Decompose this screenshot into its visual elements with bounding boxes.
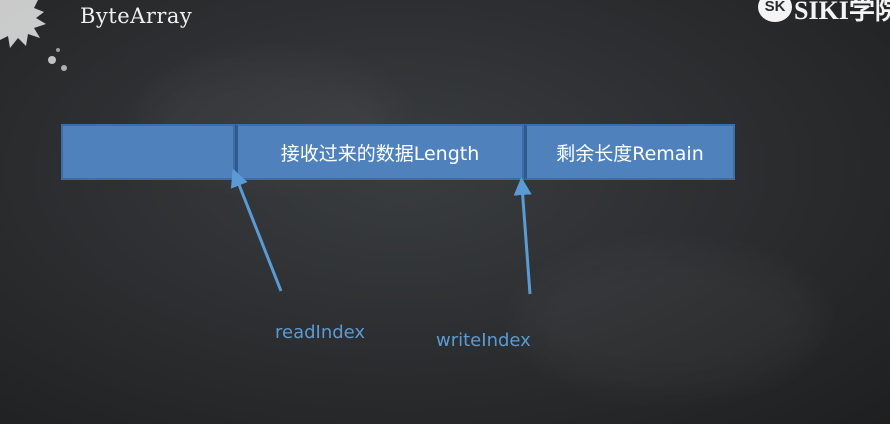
write-index-arrow	[513, 177, 532, 295]
write-index-label: writeIndex	[436, 330, 531, 351]
logo-mark: SK	[758, 0, 792, 22]
byte-buffer-bar: 接收过来的数据Length 剩余长度Remain	[61, 124, 735, 180]
segment-received-length: 接收过来的数据Length	[235, 124, 524, 180]
read-index-arrow	[230, 168, 283, 292]
logo-text: SIKI学院	[794, 0, 890, 24]
read-index-label: readIndex	[275, 322, 366, 343]
chalk-splash-decoration	[0, 0, 67, 71]
page-title: ByteArray	[80, 4, 193, 28]
segment-remain: 剩余长度Remain	[524, 124, 735, 180]
brand-logo: SK SIKI学院	[758, 0, 890, 24]
segment-consumed	[61, 124, 235, 180]
